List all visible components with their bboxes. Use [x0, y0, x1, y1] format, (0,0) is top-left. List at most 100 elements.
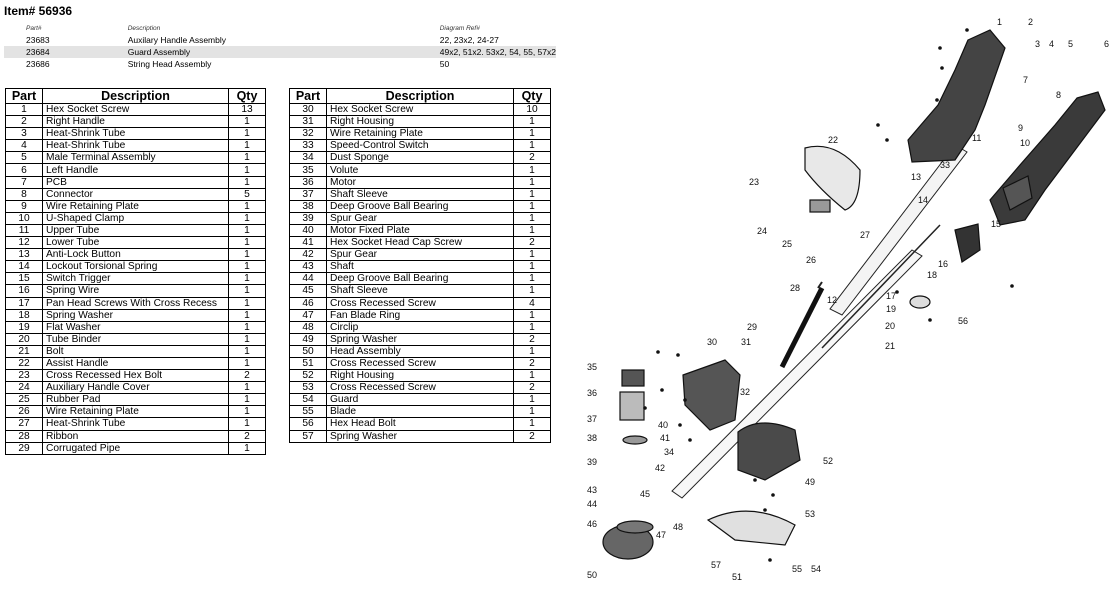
- diagram-label: 12: [827, 295, 837, 305]
- summary-row: 23683 Auxilary Handle Assembly 22, 23x2,…: [4, 34, 556, 46]
- part-qty: 2: [513, 332, 551, 346]
- part-description: Heat-Shrink Tube: [42, 139, 229, 153]
- part-qty: 2: [228, 369, 266, 383]
- header-description: Description: [42, 88, 229, 104]
- part-description: Motor: [326, 175, 514, 189]
- diagram-label: 15: [991, 219, 1001, 229]
- part-description: Right Housing: [326, 115, 514, 129]
- diagram-label: 41: [660, 433, 670, 443]
- diagram-label: 2: [1028, 17, 1033, 27]
- part-qty: 1: [228, 417, 266, 431]
- part-description: Spring Wire: [42, 284, 229, 298]
- part-number: 13: [5, 248, 43, 262]
- diagram-label: 39: [587, 457, 597, 467]
- diagram-label: 52: [823, 456, 833, 466]
- part-description: Male Terminal Assembly: [42, 151, 229, 165]
- part-number: 18: [5, 308, 43, 322]
- part-description: Tube Binder: [42, 332, 229, 346]
- part-description: Lower Tube: [42, 236, 229, 250]
- part-description: Cross Recessed Screw: [326, 356, 514, 371]
- part-qty: 1: [513, 344, 551, 358]
- item-title: Item# 56936: [4, 4, 73, 18]
- part-qty: 5: [228, 187, 266, 201]
- part-qty: 1: [513, 199, 551, 213]
- part-qty: 1: [228, 308, 266, 322]
- part-description: Auxiliary Handle Cover: [42, 381, 229, 395]
- part-qty: 1: [228, 393, 266, 407]
- part-description: Cross Recessed Screw: [326, 296, 514, 310]
- part-qty: 1: [513, 260, 551, 274]
- diagram-label: 6: [1104, 39, 1109, 49]
- part-number: 38: [289, 199, 327, 213]
- part-qty: 1: [513, 115, 551, 129]
- summary-row: 23686 String Head Assembly 50: [4, 58, 556, 70]
- part-description: Assist Handle: [42, 356, 229, 371]
- part-qty: 1: [513, 272, 551, 286]
- part-number: 3: [5, 127, 43, 141]
- part-number: 4: [5, 139, 43, 153]
- diagram-label: 55: [792, 564, 802, 574]
- part-number: 49: [289, 332, 327, 346]
- diagram-label: 53: [805, 509, 815, 519]
- summary-row: 23684 Guard Assembly 49x2, 51x2. 53x2, 5…: [4, 46, 556, 58]
- part-number: 16: [5, 284, 43, 298]
- header-part: Part: [5, 88, 43, 104]
- diagram-label: 33: [940, 160, 950, 170]
- part-description: Hex Socket Screw: [326, 102, 514, 117]
- part-number: 56: [289, 417, 327, 431]
- diagram-label: 9: [1018, 123, 1023, 133]
- part-description: Cross Recessed Screw: [326, 381, 514, 395]
- part-qty: 1: [228, 332, 266, 346]
- part-description: Right Handle: [42, 115, 229, 129]
- part-qty: 1: [513, 163, 551, 177]
- diagram-label: 18: [927, 270, 937, 280]
- part-qty: 2: [513, 236, 551, 250]
- part-qty: 1: [513, 187, 551, 201]
- part-number: 55: [289, 405, 327, 419]
- part-number: 40: [289, 223, 327, 238]
- diagram-label: 27: [860, 230, 870, 240]
- part-qty: 1: [228, 127, 266, 141]
- part-number: 31: [289, 115, 327, 129]
- diagram-label: 36: [587, 388, 597, 398]
- diagram-label: 57: [711, 560, 721, 570]
- part-number: 39: [289, 211, 327, 225]
- summary-part: 23684: [4, 46, 106, 58]
- summary-part: 23683: [26, 35, 50, 45]
- header-qty: Qty: [513, 88, 551, 104]
- part-number: 43: [289, 260, 327, 274]
- part-number: 21: [5, 344, 43, 358]
- part-number: 42: [289, 248, 327, 262]
- part-number: 57: [289, 429, 327, 443]
- part-number: 5: [5, 151, 43, 165]
- part-description: Hex Socket Head Cap Screw: [326, 236, 514, 250]
- part-description: U-Shaped Clamp: [42, 211, 229, 225]
- part-number: 51: [289, 356, 327, 371]
- part-number: 2: [5, 115, 43, 129]
- part-number: 35: [289, 163, 327, 177]
- part-description: Upper Tube: [42, 223, 229, 238]
- part-description: Guard: [326, 393, 514, 407]
- part-number: 9: [5, 199, 43, 213]
- part-qty: 1: [513, 175, 551, 189]
- diagram-label: 37: [587, 414, 597, 424]
- part-qty: 1: [228, 284, 266, 298]
- part-number: 22: [5, 356, 43, 371]
- summary-ref: 50: [439, 59, 450, 69]
